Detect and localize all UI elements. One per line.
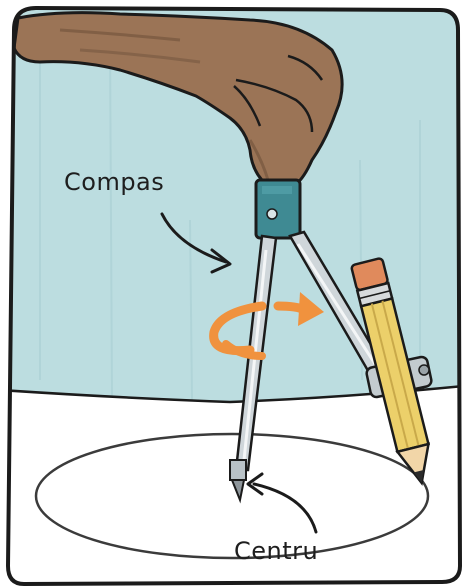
compass-label: Compas <box>64 170 164 194</box>
center-label: Centru <box>234 539 318 563</box>
compass-hinge <box>256 180 300 238</box>
